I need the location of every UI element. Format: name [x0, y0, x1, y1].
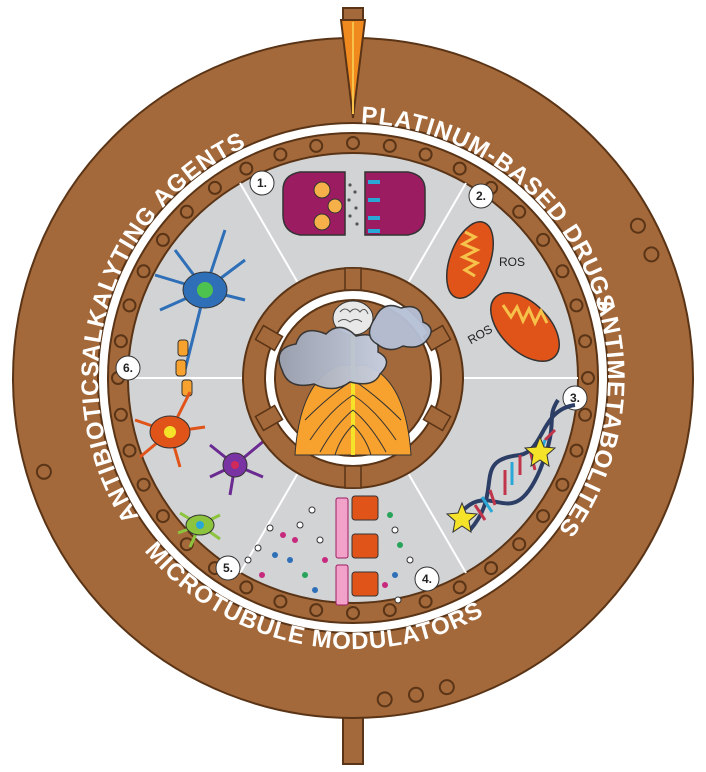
stud	[555, 477, 570, 492]
stud	[408, 686, 424, 703]
pointer-icon	[339, 19, 367, 119]
stud	[155, 509, 170, 524]
stud	[122, 443, 137, 458]
cloud-icon	[278, 304, 432, 390]
glial-cells-icon	[177, 438, 286, 578]
segment-numbers: 1. 2. 3. 4. 5. 6.	[115, 170, 588, 592]
stud	[273, 594, 288, 609]
stud	[136, 477, 151, 492]
segment-2-number: 2.	[476, 189, 486, 203]
segment-3-number: 3.	[570, 391, 580, 405]
segment-2-badge	[468, 183, 494, 209]
stud	[569, 298, 584, 313]
spoke-bottom	[342, 711, 364, 765]
stud	[207, 180, 222, 195]
stud	[452, 161, 467, 176]
hub-spokes	[254, 267, 452, 489]
stud	[113, 407, 128, 422]
segment-4-badge	[414, 566, 440, 592]
stud	[346, 606, 360, 620]
stud	[578, 407, 593, 422]
stud	[484, 561, 499, 576]
stud	[376, 691, 393, 708]
stud	[179, 204, 194, 219]
cells-icon	[287, 495, 414, 606]
stud	[309, 603, 324, 618]
stud	[643, 246, 660, 263]
segment-1-number: 1.	[257, 176, 267, 190]
dna-icon	[445, 398, 576, 534]
outer-ring-studs	[35, 217, 660, 708]
mitochondria-icon: ROS ROS	[446, 221, 560, 362]
stud	[113, 334, 128, 349]
stud	[512, 204, 527, 219]
segment-5-number: 5.	[223, 561, 233, 575]
neuron-icon	[134, 229, 246, 468]
segment-4-number: 4.	[422, 572, 432, 586]
stud	[629, 217, 646, 234]
synapse-icon	[282, 171, 426, 236]
segment-1-badge	[249, 170, 275, 196]
stud	[122, 298, 137, 313]
stud	[35, 463, 52, 480]
segment-3-badge	[562, 385, 588, 411]
stud	[155, 232, 170, 247]
stud	[452, 580, 467, 595]
stud	[418, 147, 433, 162]
stud	[239, 580, 254, 595]
stud	[581, 371, 595, 385]
stud	[418, 594, 433, 609]
stud	[536, 509, 551, 524]
stud	[382, 603, 397, 618]
segment-6-number: 6.	[123, 361, 133, 375]
stud	[309, 138, 324, 153]
segment-5-badge	[215, 555, 241, 581]
stud	[569, 443, 584, 458]
stud	[273, 147, 288, 162]
segment-6-badge	[115, 355, 141, 381]
stud	[555, 264, 570, 279]
stud	[136, 264, 151, 279]
stud	[346, 136, 360, 150]
stud	[512, 537, 527, 552]
stud	[578, 334, 593, 349]
stud	[239, 161, 254, 176]
stud	[438, 679, 455, 696]
stud	[382, 138, 397, 153]
stud	[536, 232, 551, 247]
ros-label-1: ROS	[499, 255, 525, 269]
